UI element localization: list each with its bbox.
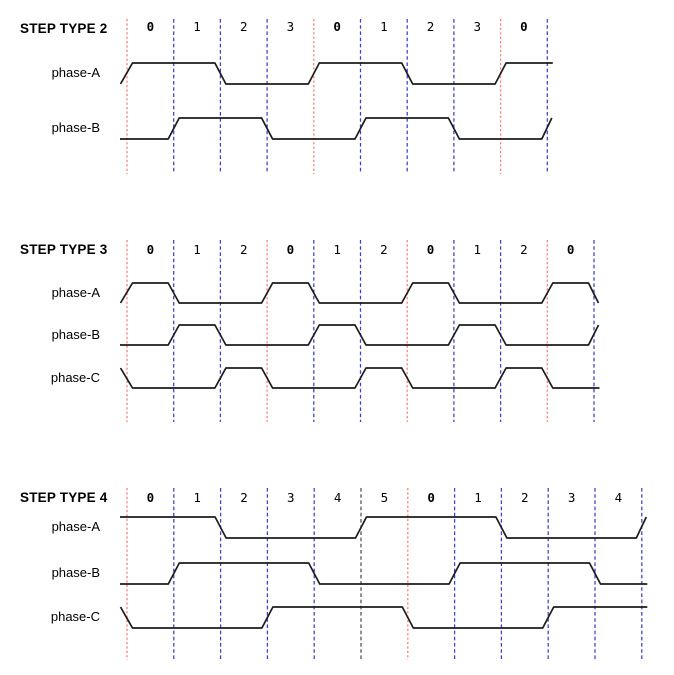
step-number-label: 2 <box>240 19 248 34</box>
step-number-label: 0 <box>427 490 435 505</box>
phase-label-d2-a: phase-A <box>51 285 100 300</box>
step-number-label: 3 <box>287 490 295 505</box>
waveform-phase-B <box>120 324 600 346</box>
step-number-label: 4 <box>334 490 342 505</box>
waveform-phase-A <box>119 62 553 85</box>
phase-label-d2-b: phase-B <box>51 327 100 342</box>
waveform-phase-A <box>119 282 600 304</box>
waveform-phase-C <box>119 367 600 389</box>
step-number-label: 0 <box>147 19 155 34</box>
step-number-label: 1 <box>474 490 482 505</box>
step-number-label: 2 <box>240 490 248 505</box>
step-number-label: 2 <box>427 19 435 34</box>
step-number-label: 2 <box>521 490 529 505</box>
step-number-label: 2 <box>240 242 248 257</box>
step-number-label: 1 <box>473 242 481 257</box>
step-number-label: 3 <box>473 19 481 34</box>
step-number-label: 5 <box>381 490 389 505</box>
step-number-label: 0 <box>427 242 435 257</box>
diagram-title-step-type-2: STEP TYPE 2 <box>20 21 108 36</box>
step-number-label: 0 <box>520 19 528 34</box>
step-number-label: 2 <box>520 242 528 257</box>
step-number-label: 1 <box>333 242 341 257</box>
waveform-phase-B <box>120 117 553 140</box>
waveform-phase-B <box>120 562 648 585</box>
phase-label-d1-a: phase-A <box>51 65 100 80</box>
step-number-label: 3 <box>287 19 295 34</box>
waveform-phase-A <box>120 516 648 539</box>
waveform-phase-C <box>119 606 648 629</box>
step-number-label: 0 <box>147 490 155 505</box>
step-number-label: 0 <box>287 242 295 257</box>
step-number-label: 1 <box>193 242 201 257</box>
phase-label-d3-a: phase-A <box>51 519 100 534</box>
phase-label-d1-b: phase-B <box>51 120 100 135</box>
phase-label-d3-b: phase-B <box>51 565 100 580</box>
diagram-title-step-type-4: STEP TYPE 4 <box>20 490 108 505</box>
phase-label-d2-c: phase-C <box>50 370 100 385</box>
step-number-label: 1 <box>380 19 388 34</box>
step-number-label: 4 <box>615 490 623 505</box>
step-number-label: 0 <box>147 242 155 257</box>
diagram-title-step-type-3: STEP TYPE 3 <box>20 242 108 257</box>
step-number-label: 1 <box>193 490 201 505</box>
step-number-label: 2 <box>380 242 388 257</box>
step-number-label: 3 <box>568 490 576 505</box>
step-number-label: 0 <box>567 242 575 257</box>
step-number-label: 1 <box>193 19 201 34</box>
phase-label-d3-c: phase-C <box>50 609 100 624</box>
step-number-label: 0 <box>333 19 341 34</box>
